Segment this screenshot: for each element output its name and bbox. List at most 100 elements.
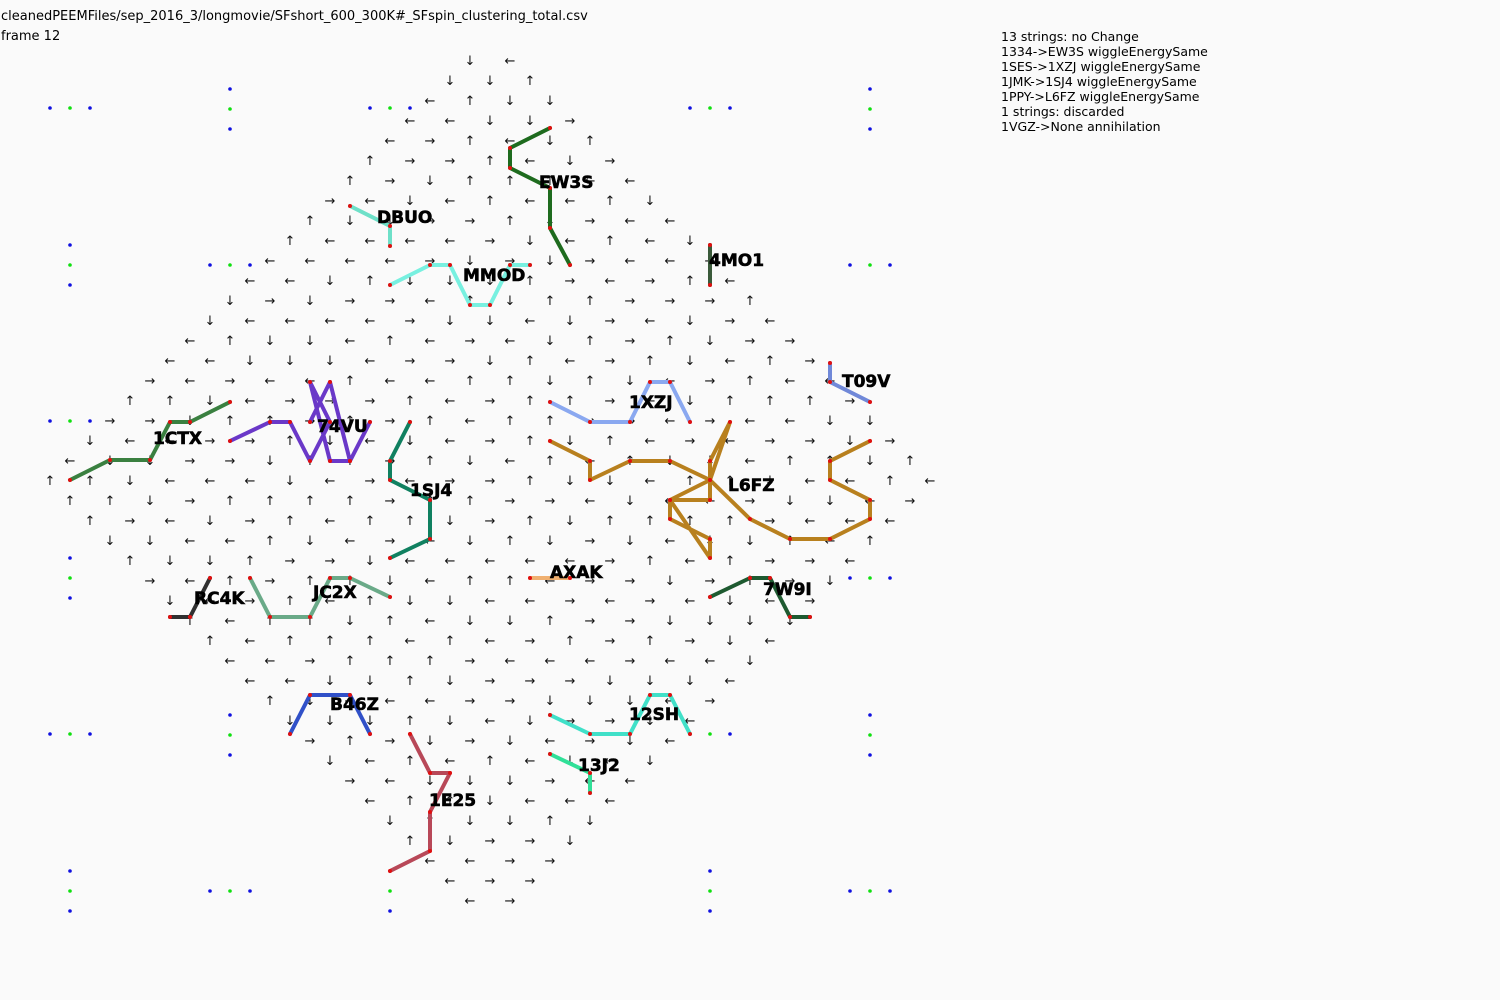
spin-arrow: ← — [425, 374, 436, 389]
spin-arrow: → — [605, 394, 616, 409]
spin-arrow: → — [665, 294, 676, 309]
spin-arrow: ← — [445, 554, 456, 569]
spin-arrow: ↑ — [805, 394, 816, 409]
string-label: DBUO — [377, 208, 432, 228]
spin-arrow: ↑ — [385, 614, 396, 629]
spin-arrow: → — [205, 434, 216, 449]
spin-arrow: → — [565, 714, 576, 729]
string-vertex — [508, 166, 512, 170]
spin-arrow: ↓ — [445, 514, 456, 529]
spin-arrow: → — [345, 694, 356, 709]
spin-arrow: ← — [465, 414, 476, 429]
spin-arrow: → — [625, 294, 636, 309]
string-label: EW3S — [539, 173, 593, 193]
spin-arrow: ↑ — [365, 514, 376, 529]
vertex-dot — [68, 909, 72, 913]
vertex-dot — [708, 732, 712, 736]
spin-arrow: → — [445, 354, 456, 369]
spin-arrow: → — [705, 694, 716, 709]
spin-arrow: → — [405, 314, 416, 329]
spin-arrow: ← — [525, 754, 536, 769]
spin-arrow: ← — [825, 534, 836, 549]
spin-arrow: ↑ — [645, 634, 656, 649]
spin-arrow: ← — [725, 354, 736, 369]
string-vertex — [148, 458, 152, 462]
spin-arrow: ↑ — [225, 414, 236, 429]
spin-arrow: ↑ — [45, 474, 56, 489]
string-vertex — [628, 732, 632, 736]
vertex-dot — [88, 732, 92, 736]
spin-arrow: → — [645, 594, 656, 609]
spin-arrow: ← — [565, 354, 576, 369]
spin-arrow: ← — [765, 314, 776, 329]
spin-arrow: ↓ — [445, 594, 456, 609]
spin-arrow: ↓ — [285, 354, 296, 369]
spin-arrow: ↓ — [525, 114, 536, 129]
string-vertex — [708, 478, 712, 482]
spin-arrows: ↑ ← ↑ ↓ ↑ ↑ → ↓ ↑ ↓ ↑ ← ↓ → ↑ → → ↓ ↓ ↓ → ← ↑ ← ← ← ↓ ↓ ← ← ↓ → → ← ← ↑ ↓ ← ↓ →… — [45, 54, 936, 909]
string-vertex — [708, 243, 712, 247]
spin-arrow: ↑ — [725, 474, 736, 489]
string-path — [548, 693, 692, 736]
spin-arrow: ← — [585, 494, 596, 509]
spin-arrow: ↓ — [685, 314, 696, 329]
string-vertex — [528, 263, 532, 267]
spin-arrow: ↓ — [545, 254, 556, 269]
spin-arrow: ↑ — [285, 594, 296, 609]
spin-arrow: ← — [425, 94, 436, 109]
spin-arrow: ← — [645, 314, 656, 329]
vertex-dot — [688, 106, 692, 110]
spin-arrow: ↑ — [605, 434, 616, 449]
spin-arrow: ↑ — [405, 834, 416, 849]
spin-arrow: ↑ — [225, 574, 236, 589]
spin-arrow: ↑ — [585, 134, 596, 149]
spin-arrow: ← — [245, 274, 256, 289]
string-vertex — [568, 576, 572, 580]
spin-arrow: → — [625, 614, 636, 629]
spin-arrow: ↓ — [325, 754, 336, 769]
string-vertex — [548, 752, 552, 756]
spin-arrow: ↓ — [665, 574, 676, 589]
spin-arrow: ↓ — [585, 694, 596, 709]
spin-arrow: → — [105, 414, 116, 429]
spin-arrow: → — [605, 634, 616, 649]
string-13j2 — [548, 752, 592, 795]
spin-arrow: ↑ — [545, 294, 556, 309]
vertex-dot — [888, 889, 892, 893]
spin-arrow: ↑ — [465, 494, 476, 509]
spin-arrow: ← — [625, 774, 636, 789]
string-1ctx — [68, 400, 232, 482]
spin-arrow: ← — [525, 154, 536, 169]
spin-arrow: ← — [185, 334, 196, 349]
spin-arrow: ↓ — [465, 454, 476, 469]
spin-arrow: ← — [165, 514, 176, 529]
vertex-dot — [228, 753, 232, 757]
spin-arrow: ↑ — [265, 694, 276, 709]
spin-arrow: ← — [365, 234, 376, 249]
string-vertex — [748, 517, 752, 521]
spin-arrow: ↓ — [125, 474, 136, 489]
spin-arrow: → — [525, 874, 536, 889]
spin-arrow: ↑ — [605, 514, 616, 529]
spin-arrow: ← — [405, 474, 416, 489]
spin-arrow: ← — [525, 194, 536, 209]
spin-arrow: ↑ — [465, 134, 476, 149]
spin-arrow: ↓ — [605, 474, 616, 489]
spin-arrow: ← — [785, 374, 796, 389]
spin-arrow: ↑ — [745, 574, 756, 589]
spin-arrow: ↑ — [345, 414, 356, 429]
spin-arrow: ↓ — [405, 434, 416, 449]
spin-arrow: ↑ — [465, 174, 476, 189]
spin-arrow: ← — [65, 454, 76, 469]
string-vertex — [208, 576, 212, 580]
spin-arrow: → — [285, 554, 296, 569]
string-vertex — [708, 556, 712, 560]
string-vertex — [248, 576, 252, 580]
spin-arrow: → — [525, 674, 536, 689]
spin-arrow: ↓ — [205, 314, 216, 329]
spin-arrow: ← — [385, 694, 396, 709]
vertex-dot — [68, 889, 72, 893]
spin-arrow: ↓ — [505, 814, 516, 829]
string-vertex — [428, 771, 432, 775]
